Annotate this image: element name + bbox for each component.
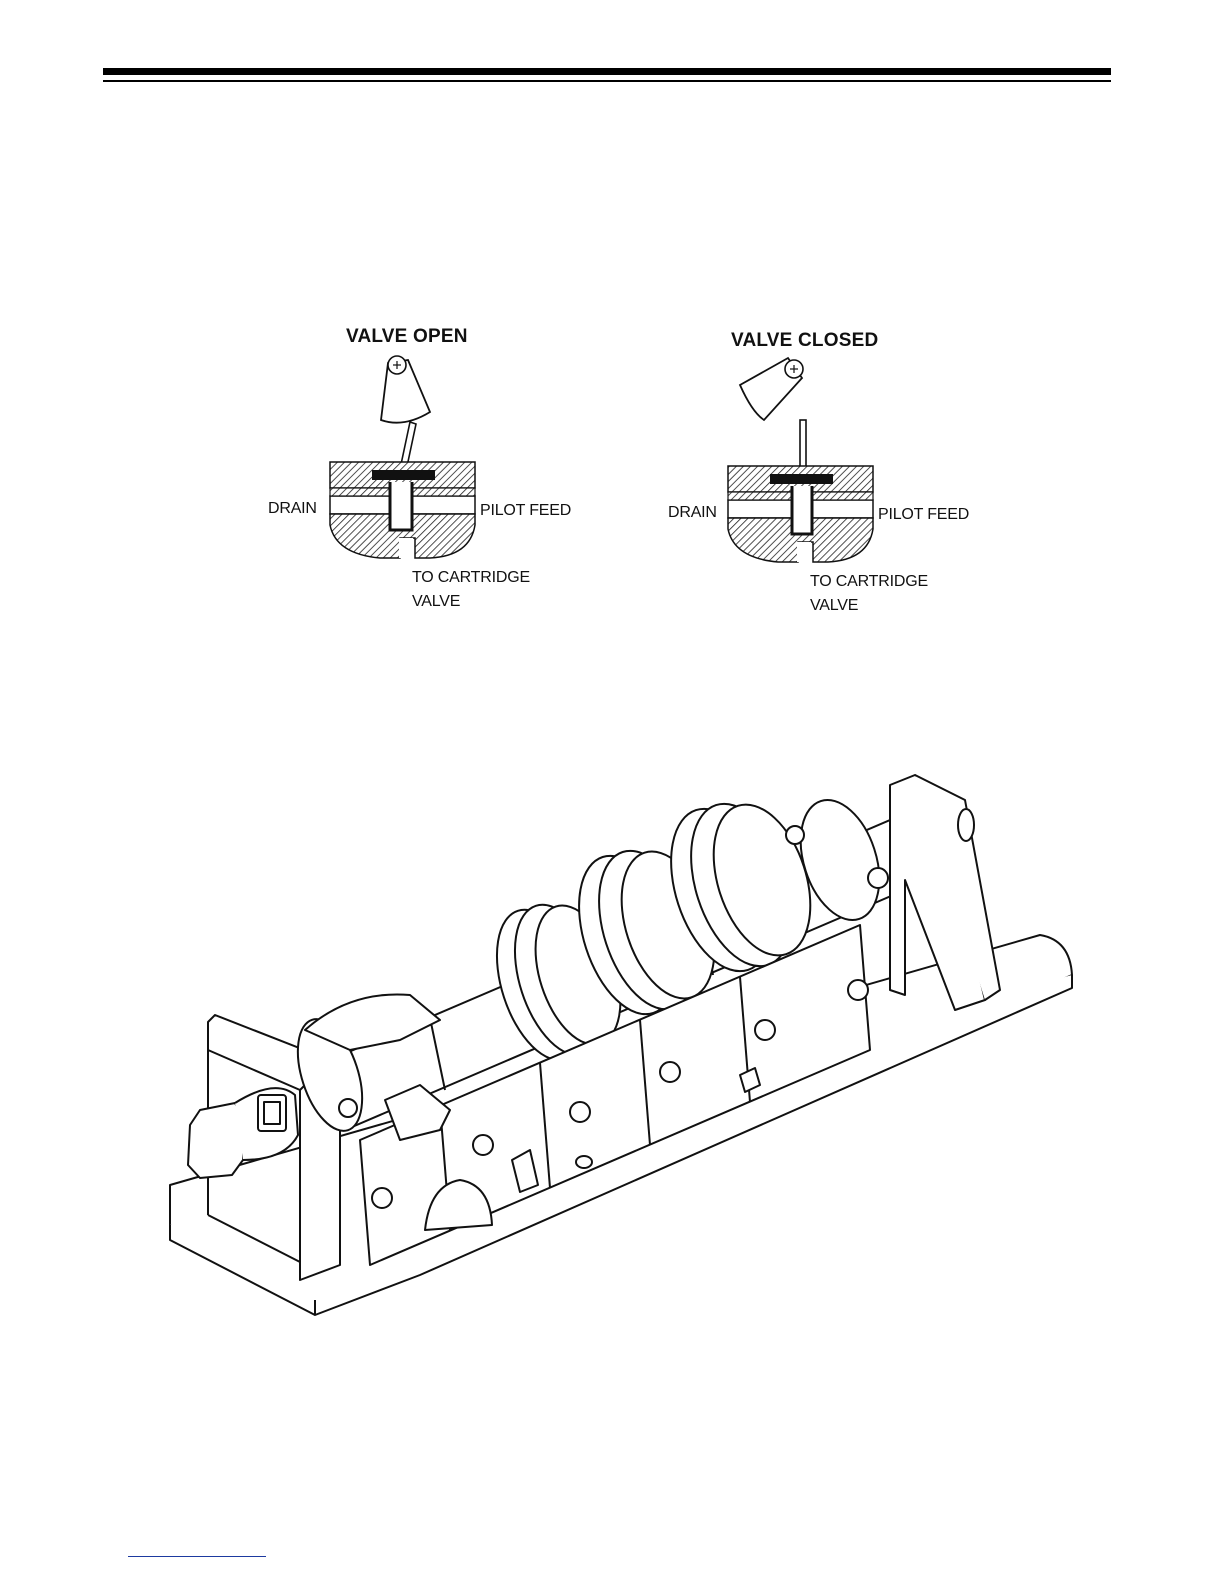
footer-rule xyxy=(128,1556,266,1557)
valve-closed-diagram xyxy=(728,358,873,562)
cam-assembly-illustration xyxy=(170,775,1072,1315)
valve-closed-cam xyxy=(740,358,803,420)
valve-open-diagram xyxy=(330,356,475,558)
valve-open-body xyxy=(330,462,475,558)
valve-closed-body xyxy=(728,466,873,562)
valve-open-cam xyxy=(381,356,430,423)
